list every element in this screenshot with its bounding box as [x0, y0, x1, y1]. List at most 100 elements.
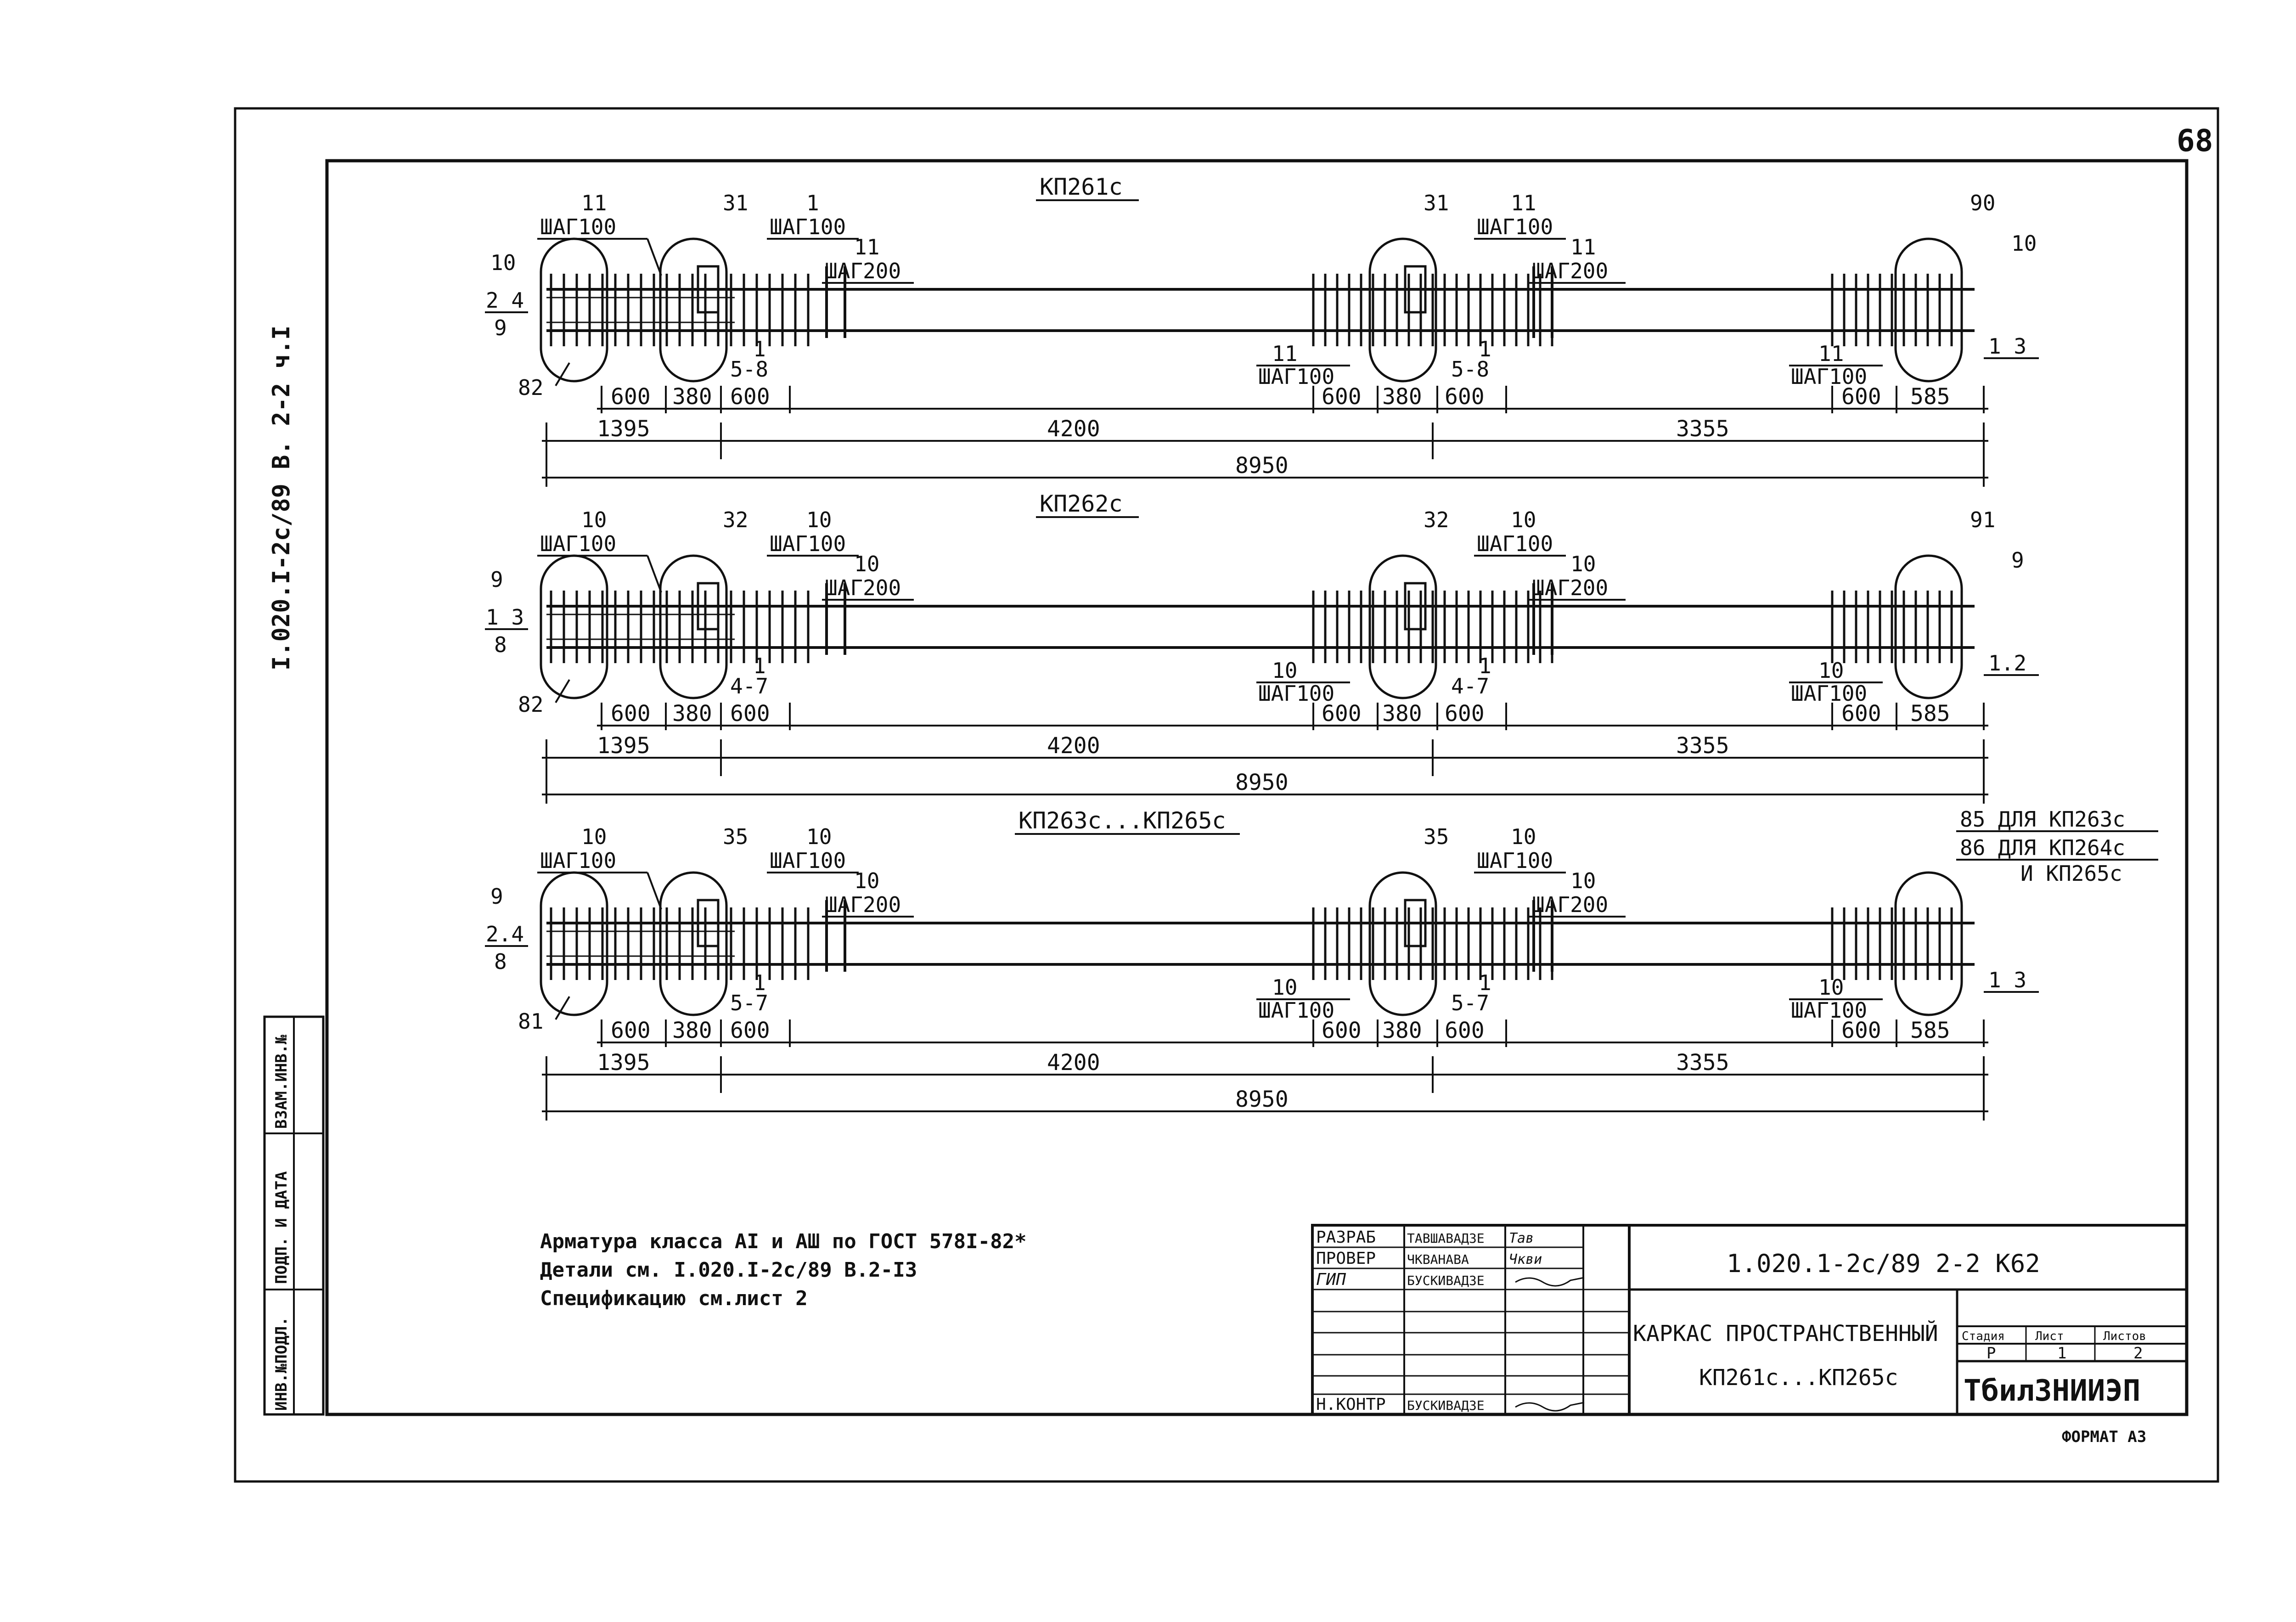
lower-left-num: 1 — [753, 653, 766, 678]
role-nkontr: Н.КОНТР — [1316, 1395, 1386, 1414]
section-mark: 35 — [723, 824, 748, 849]
bar-left-sub: 8 — [494, 632, 507, 657]
left-end-top-label: 10 — [490, 250, 516, 275]
col2-num: 11 — [854, 235, 879, 259]
leader — [555, 362, 570, 387]
dim-row1-value: 585 — [1910, 1018, 1950, 1043]
signature-nkontr — [1515, 1402, 1585, 1412]
org-name: ТбилЗНИИЭП — [1964, 1374, 2140, 1408]
col2-label: ШАГ200 — [825, 575, 901, 600]
lower-mid2-label: 4-7 — [1451, 674, 1489, 698]
bar-left-label: 1 3 — [486, 605, 524, 630]
dim-row2-value: 3355 — [1676, 416, 1729, 442]
note-spec: Спецификацию см.лист 2 — [540, 1287, 808, 1310]
lower-right-num: 10 — [1818, 658, 1844, 683]
lower-mid2-num: 1 — [1479, 970, 1491, 995]
lower-mid2-label: 5-7 — [1451, 991, 1489, 1015]
dim-row1-value: 600 — [1841, 701, 1881, 727]
spacing-num: 11 — [581, 191, 607, 215]
col2-label: ШАГ200 — [825, 259, 901, 283]
section-oval — [659, 871, 728, 1016]
bar-left-label: 2.4 — [486, 922, 524, 946]
leader — [555, 996, 570, 1020]
section-oval — [1368, 871, 1437, 1016]
left-end-bottom-label: 82 — [518, 692, 543, 717]
leader — [555, 679, 570, 704]
name-razrab: ТАВШАВАДЗЕ — [1407, 1231, 1485, 1246]
lower-mid-label: ШАГ100 — [1258, 998, 1334, 1023]
right-note-3: И КП265с — [2020, 861, 2122, 886]
dim-row1-value: 600 — [1841, 384, 1881, 410]
column-bar — [1404, 899, 1427, 947]
dim-row1-value: 600 — [611, 384, 651, 410]
spacing-label: ШАГ100 — [540, 214, 616, 239]
elevation-title: КП261с — [1040, 174, 1123, 200]
dim-row1-value: 380 — [672, 701, 712, 727]
col1-label: ШАГ100 — [770, 848, 846, 873]
bar-left-label: 2 4 — [486, 288, 524, 313]
dim-row1-value: 600 — [1322, 701, 1362, 727]
section-oval — [1894, 554, 1963, 699]
name-prover: ЧКВАНАВА — [1407, 1252, 1469, 1267]
col1-mid-label: ШАГ100 — [1477, 531, 1553, 556]
dim-row1-value: 600 — [611, 1018, 651, 1043]
lower-left-label: 5-8 — [730, 357, 768, 382]
sheet-value: 1 — [2057, 1344, 2066, 1363]
dim-row2-value: 4200 — [1047, 733, 1100, 759]
col1-label: ШАГ100 — [770, 214, 846, 239]
col1-label: ШАГ100 — [770, 531, 846, 556]
section-mark-mid: 31 — [1424, 191, 1449, 215]
dim-row2-value: 4200 — [1047, 1050, 1100, 1076]
dim-row1-value: 380 — [1382, 1018, 1422, 1043]
col1-num: 10 — [806, 507, 832, 532]
sign-razrab: Тав — [1509, 1230, 1534, 1246]
stamp-inv-podl: ИНВ.№ПОДЛ. — [272, 1317, 291, 1411]
column-bar — [697, 582, 720, 631]
dim-row1-value: 585 — [1910, 384, 1950, 410]
section-oval — [659, 237, 728, 383]
side-stamp: ИНВ.№ПОДЛ. ПОДП. И ДАТА ВЗАМ.ИНВ.№ — [263, 1015, 325, 1416]
dim-row1-value: 600 — [1322, 384, 1362, 410]
dim-row1-value: 380 — [1382, 701, 1422, 727]
col2-num: 10 — [854, 552, 879, 576]
page-number: 68 — [2177, 123, 2213, 158]
general-notes: Арматура класса AI и AШ по ГОСТ 578I-82*… — [540, 1230, 1027, 1310]
leader — [647, 872, 662, 910]
stamp-podp-data: ПОДП. И ДАТА — [272, 1171, 291, 1284]
right-end-side: 10 — [2011, 231, 2037, 256]
col2-mid-num: 10 — [1570, 868, 1596, 893]
spacing-num: 10 — [581, 824, 607, 849]
leader — [647, 555, 662, 593]
dim-row2-value: 1395 — [597, 1050, 650, 1076]
dim-row1-value: 600 — [730, 701, 770, 727]
role-gip: ГИП — [1316, 1270, 1346, 1289]
col1-mid-num: 10 — [1511, 824, 1536, 849]
right-end-top: 90 — [1970, 191, 1995, 215]
section-oval — [1894, 871, 1963, 1016]
dim-row1-value: 600 — [730, 384, 770, 410]
outer-frame — [234, 107, 2219, 1483]
dim-row2-value: 3355 — [1676, 1050, 1729, 1076]
section-mark: 32 — [723, 507, 748, 532]
lower-right-num: 10 — [1818, 975, 1844, 1000]
dim-row1-value: 380 — [1382, 384, 1422, 410]
col1-num: 1 — [806, 191, 819, 215]
col2-label: ШАГ200 — [825, 892, 901, 917]
stage-value: Р — [1986, 1344, 1996, 1363]
right-notes-third: 85 ДЛЯ КП263с 86 ДЛЯ КП264с И КП265с — [1956, 807, 2158, 886]
title-line-2: КП261с...КП265с — [1699, 1365, 1898, 1391]
col2-mid-label: ШАГ200 — [1532, 259, 1608, 283]
right-end-bottom: 1 3 — [1988, 968, 2026, 992]
elevation-title: КП262с — [1040, 490, 1123, 517]
stage-label: Стадия — [1962, 1329, 2005, 1343]
col1-mid-num: 11 — [1511, 191, 1536, 215]
leader — [647, 238, 662, 276]
left-end-bottom-label: 81 — [518, 1009, 543, 1034]
dim-row2-value: 1395 — [597, 733, 650, 759]
dim-total-value: 8950 — [1235, 1087, 1289, 1112]
section-oval — [1368, 554, 1437, 699]
col2-mid-label: ШАГ200 — [1532, 575, 1608, 600]
